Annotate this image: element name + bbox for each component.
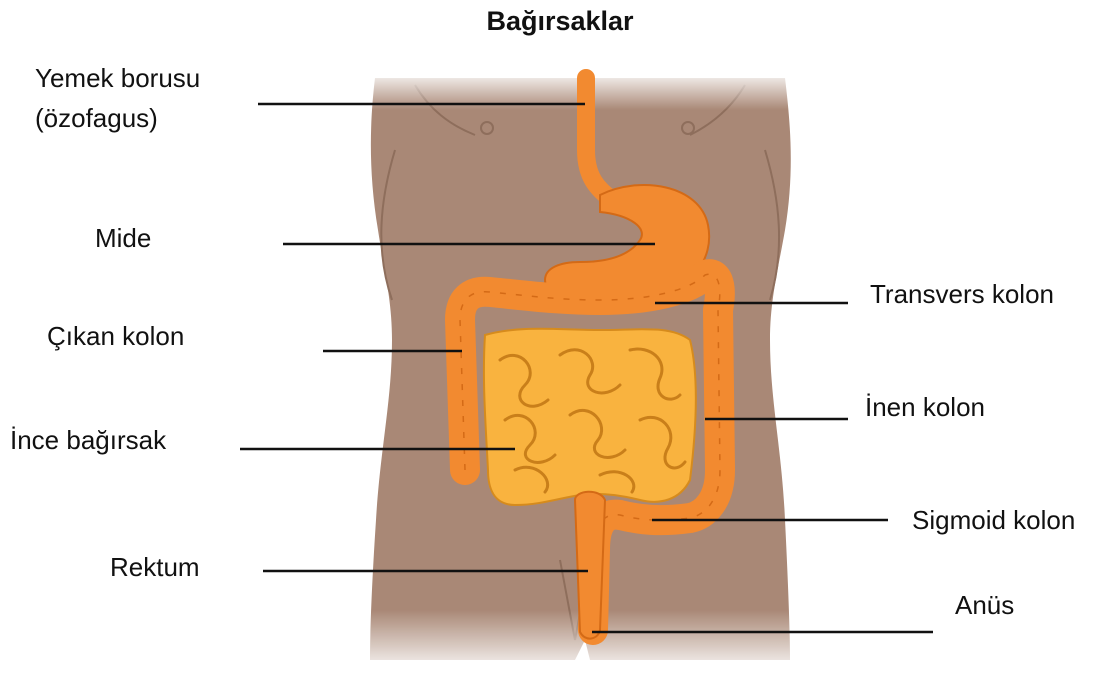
label-rectum: Rektum <box>110 547 200 587</box>
label-ascending-colon: Çıkan kolon <box>47 316 184 356</box>
rectum <box>575 492 605 639</box>
label-small-intestine: İnce bağırsak <box>10 420 166 460</box>
label-esophagus: Yemek borusu (özofagus) <box>35 58 255 158</box>
label-transverse-colon: Transvers kolon <box>870 274 1054 314</box>
label-anus: Anüs <box>955 585 1014 625</box>
label-descending-colon: İnen kolon <box>865 387 985 427</box>
label-sigmoid-colon: Sigmoid kolon <box>912 500 1075 540</box>
label-stomach: Mide <box>95 218 151 258</box>
